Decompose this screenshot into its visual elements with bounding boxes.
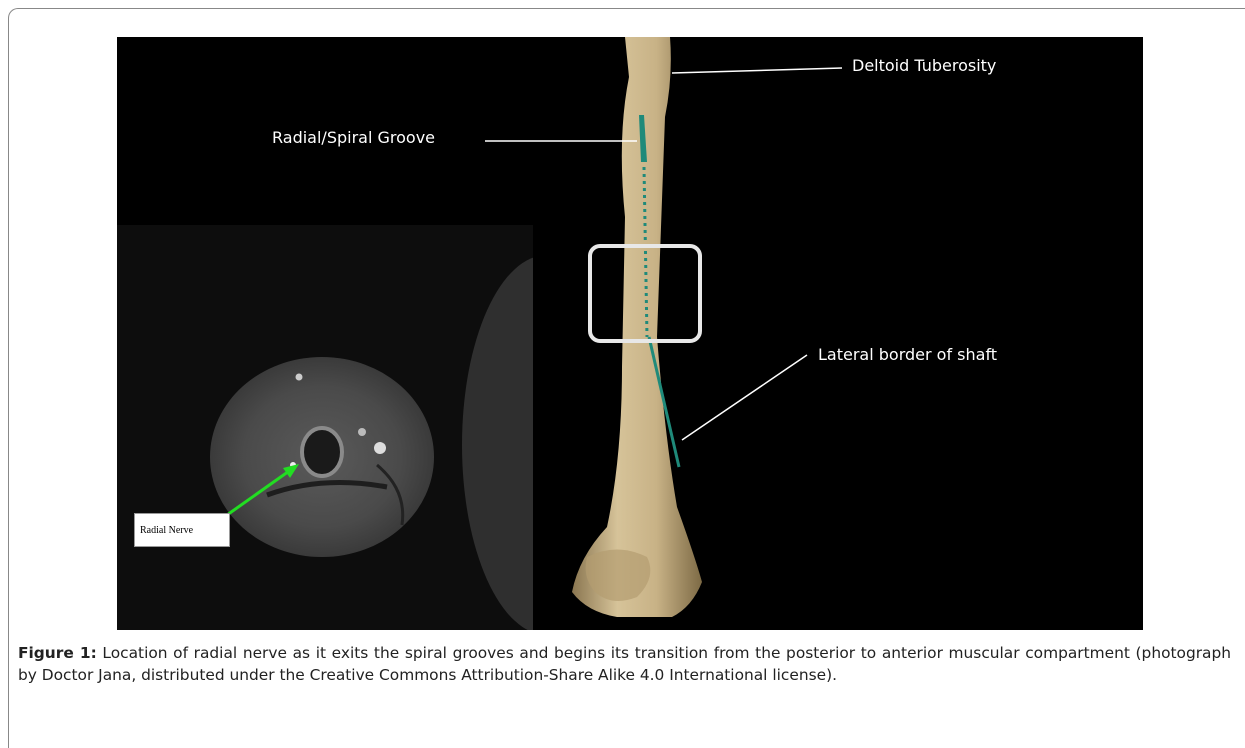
caption-text: Location of radial nerve as it exits the… xyxy=(18,644,1231,684)
deltoid-callout-line xyxy=(672,68,842,73)
label-deltoid-tuberosity: Deltoid Tuberosity xyxy=(852,56,996,76)
mri-inset: Radial Nerve xyxy=(117,225,533,630)
mri-cross-section xyxy=(117,225,533,630)
radial-nerve-label: Radial Nerve xyxy=(134,513,230,547)
label-radial-spiral-groove: Radial/Spiral Groove xyxy=(272,128,435,148)
label-lateral-border: Lateral border of shaft xyxy=(818,345,997,365)
figure-image: Deltoid Tuberosity Radial/Spiral Groove … xyxy=(117,37,1143,630)
caption-label: Figure 1: xyxy=(18,644,97,662)
humerus-section xyxy=(302,428,342,476)
lateral-callout-line xyxy=(682,355,807,440)
figure-caption: Figure 1: Location of radial nerve as it… xyxy=(18,642,1231,686)
